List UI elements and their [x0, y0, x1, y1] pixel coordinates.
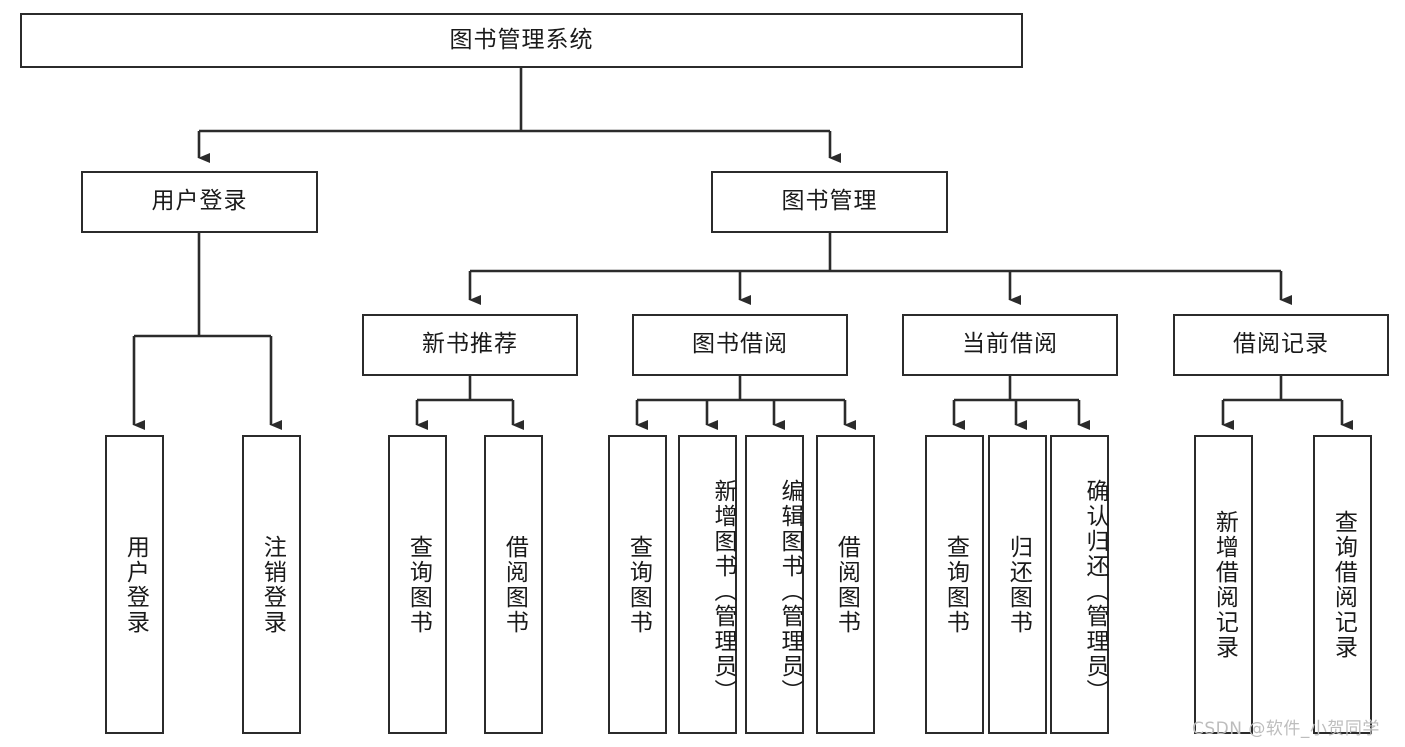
node-new-book-recommend[interactable]: 新书推荐: [362, 314, 578, 376]
leaf-user-login-logout[interactable]: 注销登录: [242, 435, 301, 734]
leaf-book-borrow-edit-book-admin[interactable]: 编辑图书（管理员）: [745, 435, 804, 734]
leaf-borrow-record-add-record[interactable]: 新增借阅记录: [1194, 435, 1253, 734]
leaf-current-borrow-query-books[interactable]: 查询图书: [925, 435, 984, 734]
leaf-book-borrow-add-book-admin[interactable]: 新增图书（管理员）: [678, 435, 737, 734]
node-current-borrow[interactable]: 当前借阅: [902, 314, 1118, 376]
leaf-borrow-record-query-record[interactable]: 查询借阅记录: [1313, 435, 1372, 734]
leaf-book-borrow-query-books[interactable]: 查询图书: [608, 435, 667, 734]
leaf-new-book-query-books[interactable]: 查询图书: [388, 435, 447, 734]
leaf-current-borrow-return-books[interactable]: 归还图书: [988, 435, 1047, 734]
node-borrow-record[interactable]: 借阅记录: [1173, 314, 1389, 376]
node-user-login[interactable]: 用户登录: [81, 171, 318, 233]
leaf-new-book-borrow-books[interactable]: 借阅图书: [484, 435, 543, 734]
node-root-book-management-system[interactable]: 图书管理系统: [20, 13, 1023, 68]
leaf-user-login-login[interactable]: 用户登录: [105, 435, 164, 734]
leaf-book-borrow-borrow-books[interactable]: 借阅图书: [816, 435, 875, 734]
csdn-watermark: CSDN @软件_小贺同学: [1192, 719, 1380, 739]
node-book-management[interactable]: 图书管理: [711, 171, 948, 233]
leaf-current-borrow-confirm-return-admin[interactable]: 确认归还（管理员）: [1050, 435, 1109, 734]
node-book-borrow[interactable]: 图书借阅: [632, 314, 848, 376]
